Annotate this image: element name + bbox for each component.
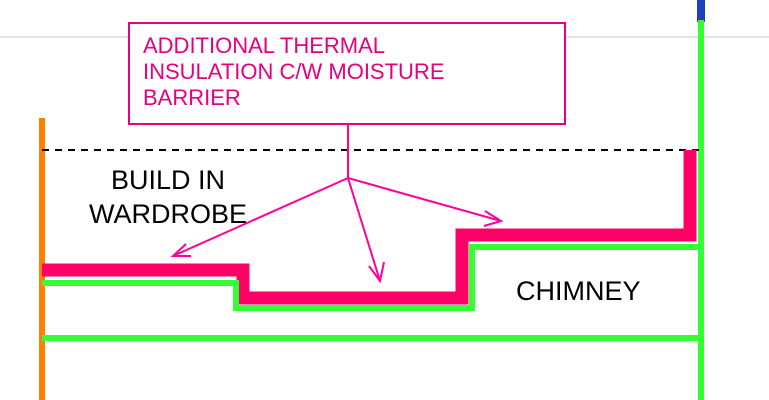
callout-arrows [170,125,504,284]
floor-structure [42,244,701,311]
arrow-to-left [172,177,349,257]
arrow-to-right [347,177,502,222]
insulation-band [42,150,697,305]
chimney-label: CHIMNEY [516,276,641,306]
arrowhead-center [368,261,385,284]
arrowhead-right [483,210,504,227]
arrow-to-center [347,177,381,282]
callout-label: ADDITIONAL THERMAL INSULATION C/W MOISTU… [143,33,445,110]
top-marker [697,0,705,22]
callout-box [128,22,566,125]
arrowhead-left [170,243,191,257]
wardrobe-label: BUILD IN WARDROBE [88,165,247,229]
